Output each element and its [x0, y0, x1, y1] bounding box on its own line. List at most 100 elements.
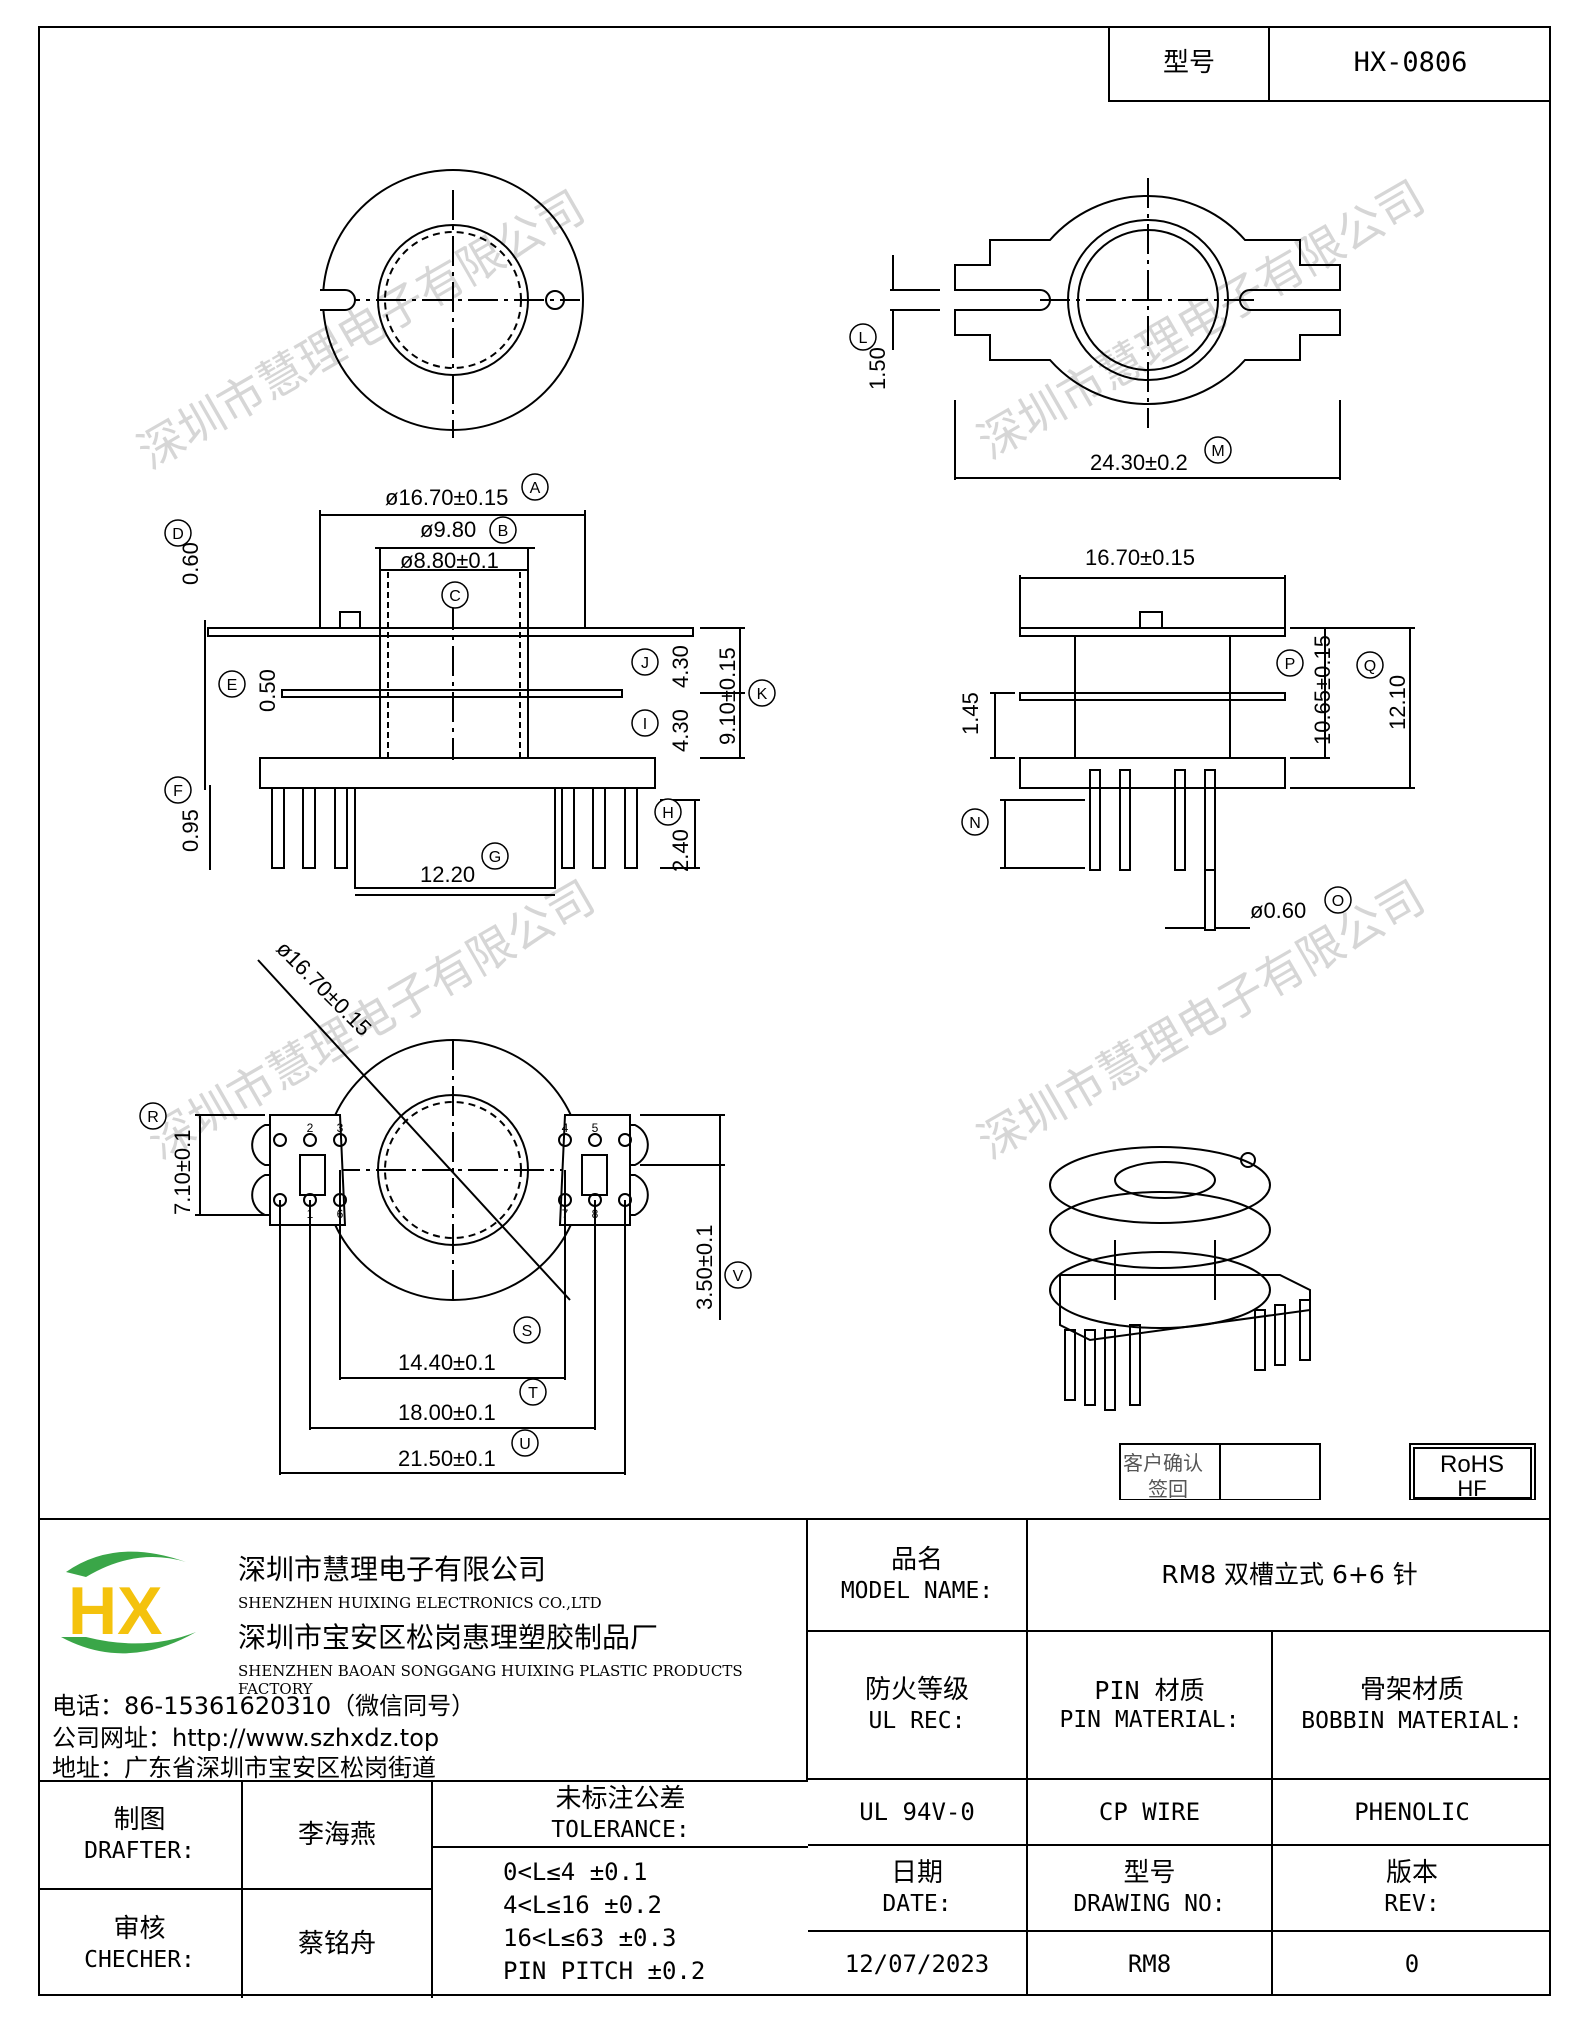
watermark-text: 深圳市慧理电子有限公司 [969, 871, 1433, 1169]
model-value: HX-0806 [1353, 47, 1468, 79]
svg-text:Q: Q [1364, 658, 1376, 675]
company-website[interactable]: 公司网址：http://www.szhxdz.top [52, 1724, 440, 1752]
rohs-stamp [1409, 1443, 1536, 1500]
balloon-C: C [441, 581, 469, 609]
svg-text:E: E [227, 677, 238, 694]
dim-R: 7.10±0.1 [170, 1130, 195, 1215]
company-address: 地址：广东省深圳市宝安区松岗街道 [52, 1754, 436, 1782]
pin-number: 5 [592, 1121, 599, 1135]
svg-text:P: P [1285, 656, 1296, 673]
pin-number: 8 [592, 1207, 599, 1221]
balloon-R: R [139, 1102, 167, 1130]
pin-number: 4 [562, 1121, 569, 1135]
svg-text:A: A [530, 480, 541, 497]
svg-text:B: B [498, 523, 509, 540]
dim-C: ø8.80±0.1 [400, 548, 499, 573]
dim-D: 0.60 [178, 542, 203, 585]
dim-S: 14.40±0.1 [398, 1350, 496, 1375]
model-label: 型号 [1162, 47, 1215, 78]
dim-K: 9.10±0.15 [715, 647, 740, 745]
dim-Q: 12.10 [1385, 675, 1410, 730]
top-view-left [320, 169, 584, 438]
svg-text:V: V [733, 1268, 744, 1285]
balloon-U: U [511, 1429, 539, 1457]
bottom-view [195, 959, 725, 1475]
model-name-value: RM8 双槽立式 6+6 针 [1028, 1520, 1551, 1632]
isometric-view [1049, 1146, 1311, 1411]
dim-M: 24.30±0.2 [1090, 450, 1188, 475]
balloon-K: K [748, 679, 776, 707]
dim-V: 3.50±0.1 [692, 1225, 717, 1310]
dim-E: 0.50 [255, 669, 280, 712]
bobbin-material-value: PHENOLIC [1273, 1780, 1551, 1846]
dim-N: 1.45 [958, 692, 983, 735]
dim-B: ø9.80 [420, 517, 476, 542]
front-view-left [204, 510, 745, 896]
drafter-name: 李海燕 [243, 1782, 433, 1890]
pin-number: 6 [337, 1207, 344, 1221]
date-value: 12/07/2023 [808, 1932, 1028, 1996]
balloon-O: O [1324, 886, 1352, 914]
rev-value: 0 [1404, 1950, 1420, 1978]
company-logo: HX [61, 1551, 196, 1654]
svg-text:C: C [449, 588, 461, 605]
top-view-right [890, 178, 1341, 480]
svg-text:D: D [172, 526, 184, 543]
title-block: HX 深圳市慧理电子有限公司 SHENZHEN HUIXING ELECTRON… [38, 1518, 1551, 1998]
ul-rec-value: UL 94V-0 [808, 1780, 1028, 1846]
company-phone: 电话：86-15361620310（微信同号） [52, 1692, 476, 1720]
balloon-Q: Q [1356, 651, 1384, 679]
balloon-A: A [521, 473, 549, 501]
pin-number: 7 [562, 1207, 569, 1221]
svg-text:L: L [859, 330, 868, 347]
company-name-cn: 深圳市慧理电子有限公司 [238, 1553, 547, 1586]
balloon-S: S [513, 1316, 541, 1344]
rohs-label: RoHS [1440, 1451, 1504, 1478]
dim-U: 21.50±0.1 [398, 1446, 496, 1471]
balloon-T: T [519, 1378, 547, 1406]
dim-side-width: 16.70±0.15 [1085, 545, 1195, 570]
dim-I: 4.30 [668, 709, 693, 752]
svg-text:N: N [969, 815, 981, 832]
sign-back-label: 签回 [1148, 1478, 1188, 1500]
balloon-F: F [164, 776, 192, 804]
svg-text:M: M [1211, 443, 1224, 460]
dim-O: ø0.60 [1250, 898, 1306, 923]
svg-text:O: O [1332, 893, 1344, 910]
svg-text:G: G [489, 849, 501, 866]
svg-text:I: I [643, 716, 647, 733]
customer-confirm-label: 客户确认 [1123, 1452, 1203, 1475]
svg-text:J: J [641, 655, 649, 672]
balloon-M: M [1204, 436, 1232, 464]
svg-text:S: S [522, 1323, 533, 1340]
pin-number: 1 [307, 1207, 314, 1221]
dim-A: ø16.70±0.15 [385, 485, 508, 510]
pin-number: 2 [307, 1121, 314, 1135]
logo-letters: HX [68, 1573, 162, 1649]
dim-H: 2.40 [668, 829, 693, 872]
dim-G: 12.20 [420, 862, 475, 887]
svg-text:K: K [757, 686, 768, 703]
dim-T: 18.00±0.1 [398, 1400, 496, 1425]
watermark-text: 深圳市慧理电子有限公司 [969, 171, 1433, 469]
balloon-I: I [631, 709, 659, 737]
checker-name: 蔡铭舟 [243, 1890, 433, 1998]
svg-text:R: R [147, 1109, 159, 1126]
company-name-en: SHENZHEN HUIXING ELECTRONICS CO.,LTD [238, 1594, 602, 1612]
dim-J: 4.30 [668, 645, 693, 688]
dim-P: 10.65±0.15 [1310, 635, 1335, 745]
drawing-frame [38, 26, 1551, 1996]
balloon-J: J [631, 648, 659, 676]
model-box: 型号 HX-0806 [1108, 26, 1551, 102]
svg-text:U: U [519, 1436, 531, 1453]
svg-text:F: F [173, 783, 183, 800]
balloon-P: P [1276, 649, 1304, 677]
